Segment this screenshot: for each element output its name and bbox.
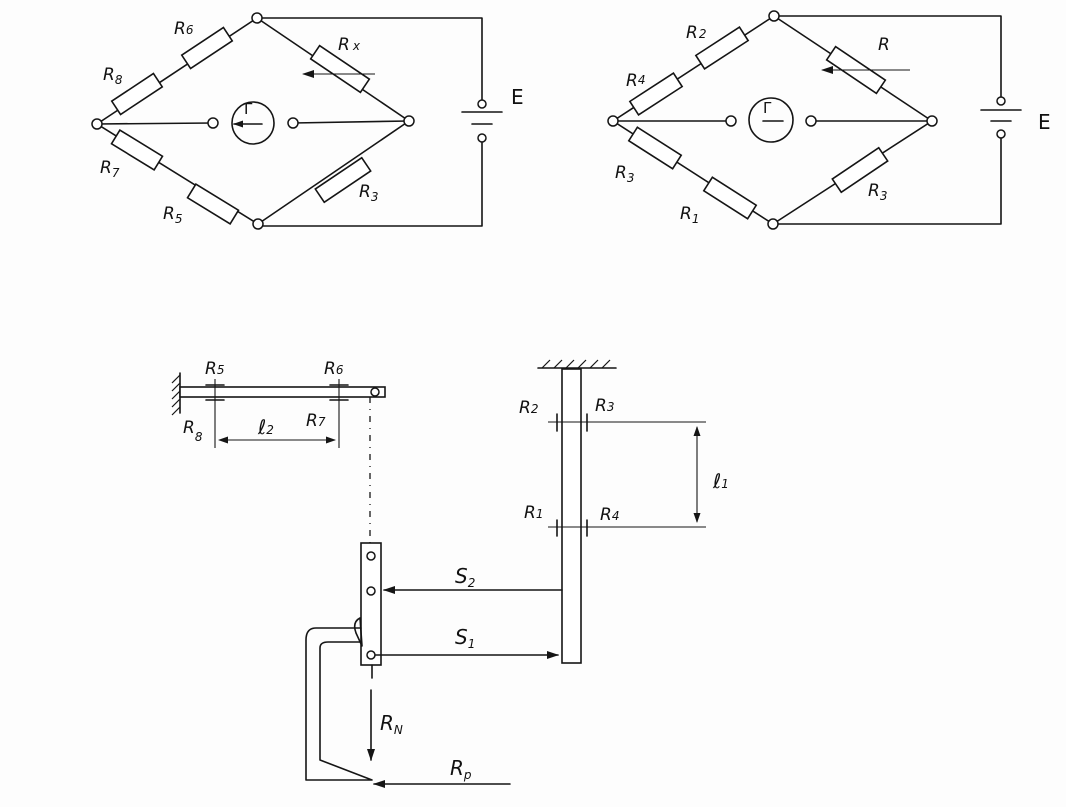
label-gauge-r3: R3 [595, 396, 614, 416]
label-gauge-r1: R1 [524, 503, 543, 523]
label-gauge-r5: R5 [205, 359, 224, 379]
strain-gauge-r5-r8 [205, 379, 225, 406]
resistor-r5 [186, 183, 240, 225]
lever-link [360, 542, 382, 666]
label-r2: R2 [686, 23, 706, 43]
bridge-node [91, 118, 103, 130]
label-r: R [878, 35, 890, 55]
bridge-right-battery-wire-top [773, 15, 1002, 101]
label-gauge-r7: R7 [306, 411, 326, 431]
galvanometer-icon [748, 97, 794, 143]
resistor-r1 [702, 176, 758, 220]
bridge-node [767, 218, 779, 230]
bridge-right-battery-wire-bottom [772, 135, 1002, 225]
label-r5: R5 [163, 204, 182, 226]
battery-terminal [996, 96, 1006, 106]
galvanometer-terminal [805, 115, 817, 127]
ceiling-hatching [541, 359, 611, 369]
strain-gauge-r6-r7 [329, 379, 349, 406]
bridge-left-battery-wire-top [256, 17, 483, 104]
vertical-beam [561, 368, 582, 664]
bridge-node [926, 115, 938, 127]
label-gauge-r2: R2 [519, 398, 538, 418]
tool-joint [353, 617, 363, 647]
tool-body [305, 627, 373, 781]
bridge-node [607, 115, 619, 127]
label-gauge-r8: R8 [183, 418, 203, 444]
galvanometer-terminal [207, 117, 219, 129]
beam-pin [370, 387, 380, 397]
galvanometer-terminal [287, 117, 299, 129]
lever-pin [366, 586, 376, 596]
label-s1: S1 [455, 625, 475, 651]
label-r3: R3 [359, 182, 378, 204]
galvanometer-label: Г [244, 100, 253, 118]
resistor-r3b [831, 146, 889, 194]
label-r8: R8 [103, 65, 123, 87]
label-r1: R1 [680, 204, 699, 226]
resistor-r6 [180, 26, 234, 70]
battery-terminal [996, 129, 1006, 139]
battery-label: E [1038, 110, 1051, 134]
resistor-rx [309, 44, 371, 94]
bridge-left-edge-bottom-right [257, 120, 410, 225]
label-r3a: R3 [615, 163, 634, 185]
label-l1: ℓ1 [712, 469, 729, 493]
label-rn: RN [380, 711, 403, 737]
galvanometer-terminal [725, 115, 737, 127]
bridge-node [768, 10, 780, 22]
lever-pin [366, 650, 376, 660]
label-gauge-r6: R6 [324, 359, 344, 379]
horizontal-beam [179, 386, 386, 398]
label-l2: ℓ2 [257, 415, 274, 439]
mechanism: R5 R6 R8 R7 ℓ2 R2 R3 R1 R4 ℓ1 S2 S1 RN R… [171, 359, 729, 788]
battery-terminal [477, 99, 487, 109]
battery-terminal [477, 133, 487, 143]
resistor-r7 [110, 129, 164, 171]
bridge-left-battery-wire-bottom [257, 139, 483, 227]
galvanometer-label: Г [763, 99, 772, 117]
label-rp: Rp [450, 756, 472, 782]
resistor-r3a [627, 126, 683, 170]
galvanometer-icon [231, 101, 275, 145]
label-r4: R4 [626, 71, 645, 91]
label-gauge-r4: R4 [600, 505, 619, 525]
resistor-r8 [110, 72, 164, 116]
left-wall-hatching [171, 374, 181, 416]
label-r7: R7 [100, 158, 120, 180]
strain-gauge-r1-r4 [548, 519, 706, 537]
label-r3b: R3 [868, 181, 887, 203]
resistor-r2 [694, 26, 750, 70]
resistor-r4 [628, 72, 684, 116]
lever-pin [366, 551, 376, 561]
bridge-node [252, 218, 264, 230]
bridge-left-galv-wire-left [96, 122, 214, 125]
battery-label: E [511, 85, 524, 109]
resistor-r3 [314, 156, 372, 204]
label-r6: R6 [174, 19, 194, 39]
bridge-right: R2 R4 R R3 R1 R3 Г E [607, 10, 1051, 230]
label-s2: S2 [455, 564, 475, 590]
bridge-node [403, 115, 415, 127]
strain-gauge-r2-r3 [548, 413, 706, 432]
bridge-left-galv-wire-right [292, 120, 410, 124]
bridge-node [251, 12, 263, 24]
